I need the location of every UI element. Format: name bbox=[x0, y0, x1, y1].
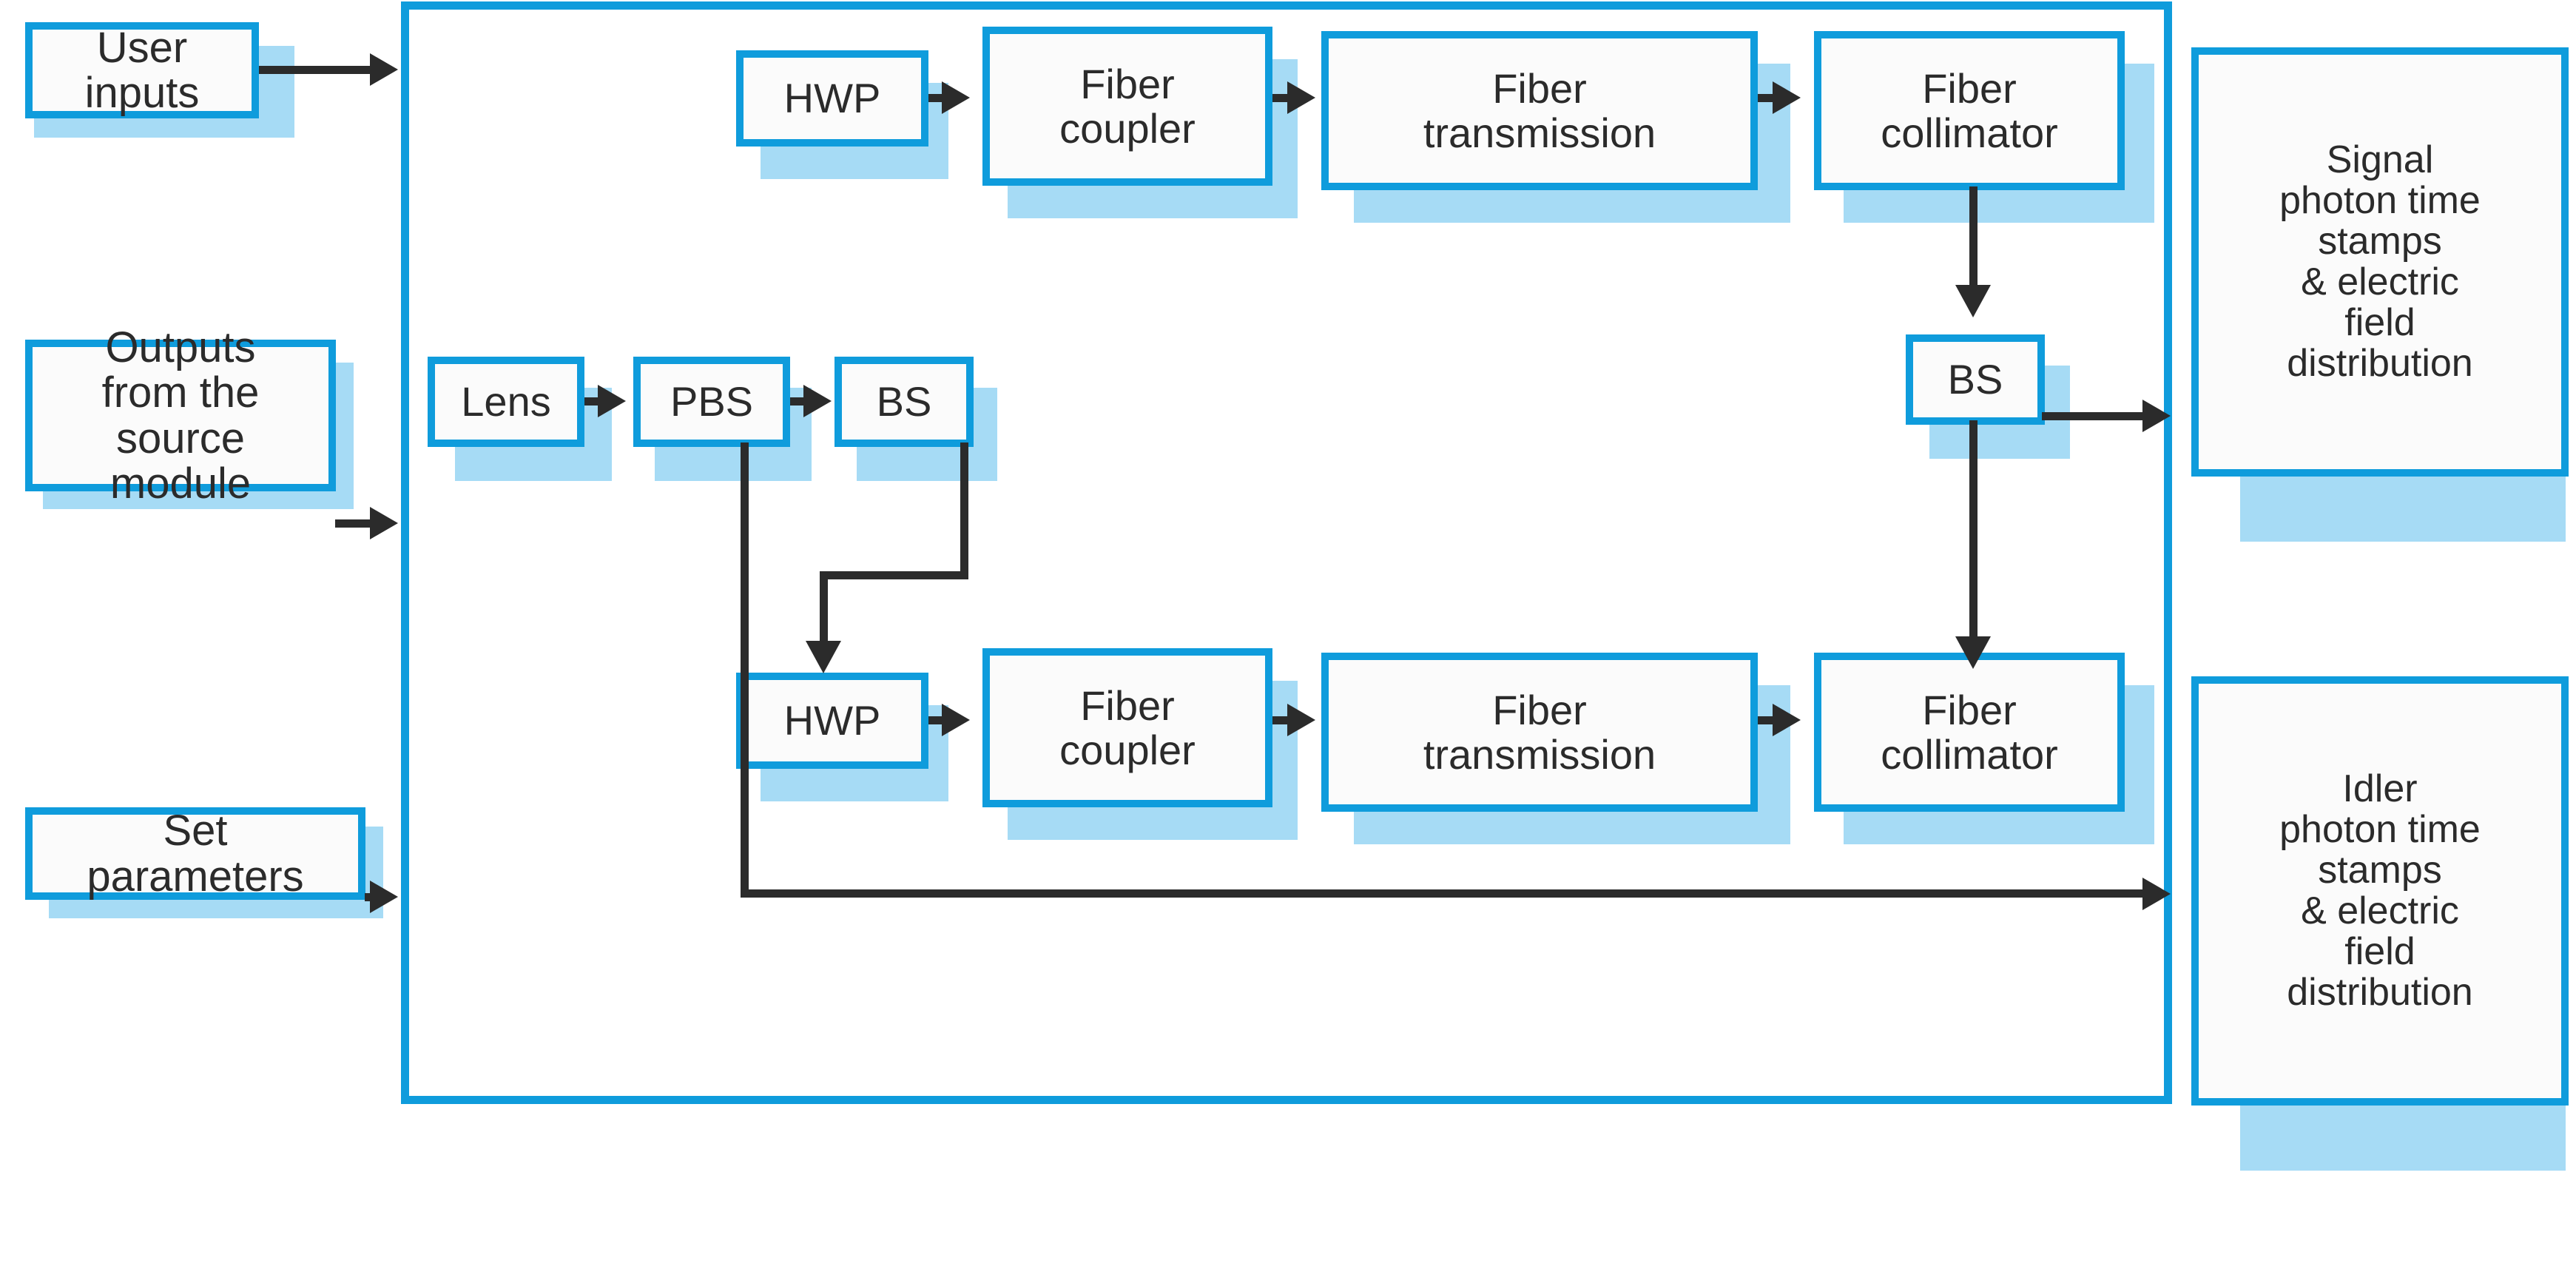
transmission-signal-to-collimator-arrowhead bbox=[1773, 81, 1801, 114]
bs-out-down-arrowhead bbox=[1955, 636, 1991, 669]
source-outputs-connector bbox=[335, 519, 372, 528]
hwp-idler-box[interactable]: HWP bbox=[736, 673, 928, 769]
lens-to-pbs-arrowhead bbox=[598, 385, 626, 417]
user-inputs-connector bbox=[259, 66, 370, 74]
coupler-idler-label: Fiber coupler bbox=[1059, 682, 1196, 773]
collimator-idler-box[interactable]: Fiber collimator bbox=[1814, 653, 2125, 812]
transmission-signal-label: Fiber transmission bbox=[1423, 65, 1656, 156]
pbs-to-bs-arrowhead bbox=[803, 385, 832, 417]
pbs-down-line bbox=[741, 442, 749, 898]
pbs-label: PBS bbox=[670, 378, 754, 425]
collimator-signal-box[interactable]: Fiber collimator bbox=[1814, 31, 2125, 190]
transmission-signal-box[interactable]: Fiber transmission bbox=[1321, 31, 1758, 190]
user-inputs-label: User inputs bbox=[84, 23, 200, 117]
lens-box[interactable]: Lens bbox=[428, 357, 584, 447]
bottom-bus-arrowhead bbox=[2142, 878, 2171, 910]
transmission-idler-label: Fiber transmission bbox=[1423, 687, 1656, 778]
source-outputs-label: Outputs from the source module bbox=[101, 323, 260, 508]
collimator-signal-to-bs-out-line bbox=[1969, 186, 1977, 290]
bs-out-box[interactable]: BS bbox=[1906, 334, 2045, 425]
signal-output-label: Signal photon time stamps & electric fie… bbox=[2279, 138, 2481, 386]
bs-out-to-signal-output-arrowhead bbox=[2142, 400, 2171, 432]
coupler-signal-label: Fiber coupler bbox=[1059, 61, 1196, 152]
pbs-box[interactable]: PBS bbox=[633, 357, 790, 447]
bs-out-down-line bbox=[1969, 420, 1977, 642]
user-inputs-box[interactable]: User inputs bbox=[25, 22, 259, 118]
bs-in-to-hwp-line bbox=[820, 571, 828, 649]
set-parameters-box[interactable]: Set parameters bbox=[25, 807, 365, 900]
coupler-signal-box[interactable]: Fiber coupler bbox=[982, 27, 1272, 186]
detection-module-frame bbox=[401, 1, 2172, 1104]
coupler-idler-box[interactable]: Fiber coupler bbox=[982, 648, 1272, 807]
collimator-idler-label: Fiber collimator bbox=[1881, 687, 2058, 778]
collimator-signal-to-bs-out-arrowhead bbox=[1955, 285, 1991, 317]
transmission-idler-to-collimator-line bbox=[1758, 716, 1777, 724]
hwp-idler-label: HWP bbox=[783, 697, 881, 744]
hwp-signal-to-coupler-arrowhead bbox=[942, 81, 970, 114]
user-inputs-arrowhead bbox=[370, 53, 398, 86]
bottom-bus-line bbox=[741, 889, 2146, 898]
bs-in-left-line bbox=[820, 571, 968, 579]
bs-out-to-signal-output-line bbox=[2042, 412, 2160, 420]
coupler-signal-to-transmission-line bbox=[1272, 94, 1292, 102]
signal-output-box[interactable]: Signal photon time stamps & electric fie… bbox=[2191, 47, 2569, 477]
set-parameters-arrowhead bbox=[370, 881, 398, 913]
coupler-signal-to-transmission-arrowhead bbox=[1287, 81, 1315, 114]
pbs-to-bs-line bbox=[790, 397, 806, 406]
transmission-idler-box[interactable]: Fiber transmission bbox=[1321, 653, 1758, 812]
transmission-signal-to-collimator-line bbox=[1758, 94, 1777, 102]
set-parameters-label: Set parameters bbox=[87, 807, 304, 901]
coupler-idler-to-transmission-line bbox=[1272, 716, 1292, 724]
transmission-idler-to-collimator-arrowhead bbox=[1773, 704, 1801, 736]
hwp-idler-to-coupler-line bbox=[928, 716, 945, 724]
bs-in-label: BS bbox=[876, 378, 932, 425]
collimator-signal-label: Fiber collimator bbox=[1881, 65, 2058, 156]
hwp-signal-box[interactable]: HWP bbox=[736, 50, 928, 147]
bs-in-down-line bbox=[960, 442, 968, 576]
source-outputs-arrowhead bbox=[370, 507, 398, 539]
hwp-idler-to-coupler-arrowhead bbox=[942, 704, 970, 736]
bs-in-to-hwp-arrowhead bbox=[806, 641, 841, 673]
idler-output-label: Idler photon time stamps & electric fiel… bbox=[2279, 767, 2481, 1014]
lens-label: Lens bbox=[461, 378, 551, 425]
source-outputs-box[interactable]: Outputs from the source module bbox=[25, 324, 336, 506]
bs-out-label: BS bbox=[1947, 356, 2003, 403]
hwp-signal-label: HWP bbox=[783, 75, 881, 122]
hwp-signal-to-coupler-line bbox=[928, 94, 945, 102]
idler-output-box[interactable]: Idler photon time stamps & electric fiel… bbox=[2191, 676, 2569, 1106]
coupler-idler-to-transmission-arrowhead bbox=[1287, 704, 1315, 736]
bs-in-box[interactable]: BS bbox=[834, 357, 974, 447]
lens-to-pbs-line bbox=[584, 397, 599, 406]
